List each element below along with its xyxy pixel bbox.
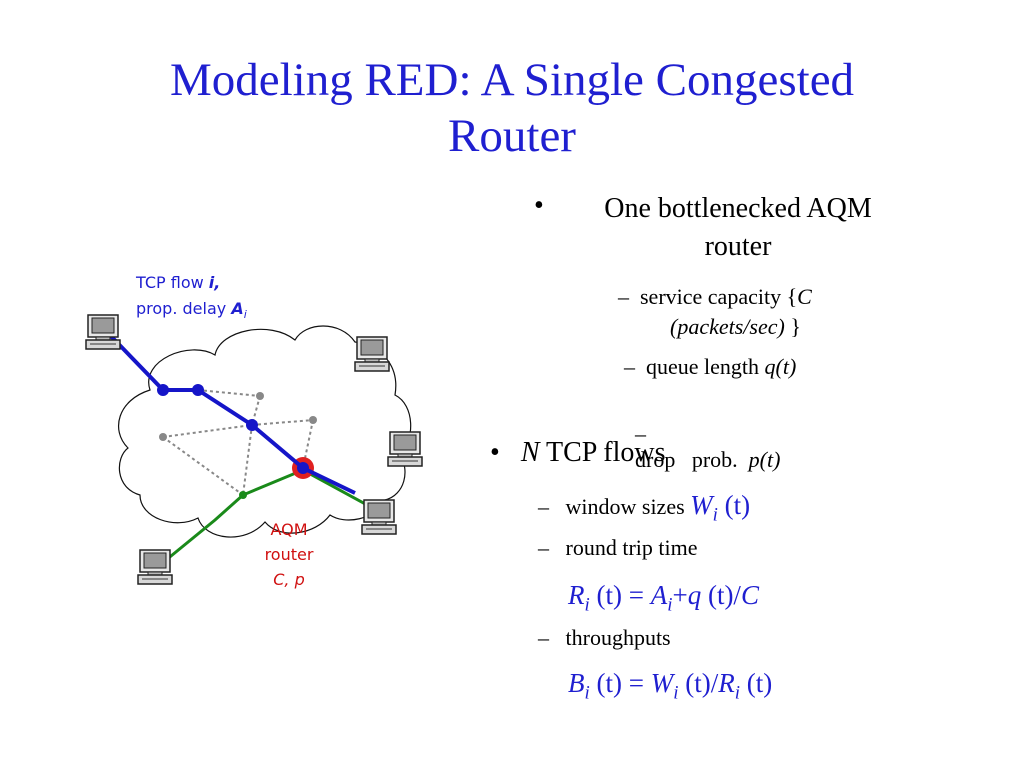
formula-R: R	[718, 668, 735, 698]
formula-R-sub: i	[734, 682, 740, 704]
throughput-text: throughputs	[565, 625, 671, 650]
delay-label: prop. delay Ai	[136, 299, 247, 321]
computer-icon	[354, 336, 390, 372]
flows-var: N	[520, 437, 540, 468]
flow-nodes	[157, 384, 309, 474]
window-t: (t)	[717, 490, 751, 520]
window-sub: i	[712, 504, 718, 526]
formula-rtt: Ri (t) = Ai+q (t)/C	[568, 580, 759, 616]
bullet-marker: •	[534, 190, 544, 221]
formula-A-sub: i	[667, 594, 673, 616]
queue-text: queue length	[646, 354, 765, 379]
internal-nodes	[159, 392, 317, 441]
green-node	[239, 491, 247, 499]
computer-icon	[137, 549, 173, 585]
window-var: W	[690, 490, 713, 520]
formula-q: q	[687, 580, 702, 610]
formula-W-sub: i	[673, 682, 679, 704]
formula-A: A	[650, 580, 668, 610]
capacity-text: service capacity {	[640, 284, 798, 309]
sub-bullet-rtt: – round trip time	[538, 535, 697, 561]
formula-eq: (t) =	[589, 668, 651, 698]
formula-R-sub: i	[584, 594, 590, 616]
dash: –	[538, 625, 549, 650]
sub-bullet-window: – window sizes Wi (t)	[538, 490, 750, 526]
bullet-2: • N TCP flows	[490, 437, 666, 469]
title-line-1: Modeling RED: A Single Congested	[169, 54, 855, 106]
formula-plus: +	[672, 580, 688, 610]
title-line-2: Router	[448, 110, 576, 162]
dash: –	[618, 284, 629, 309]
bullet-1-line-2: router	[704, 231, 772, 262]
formula-throughput: Bi (t) = Wi (t)/Ri (t)	[568, 668, 772, 704]
sub-bullet-queue: – queue length q(t)	[624, 354, 796, 380]
router-label-1: AQM	[270, 520, 307, 539]
dash: –	[538, 535, 549, 560]
drop-var: p(t)	[748, 447, 781, 472]
rtt-text: round trip time	[565, 535, 698, 560]
queue-var: q(t)	[764, 354, 797, 379]
dash: –	[624, 354, 635, 379]
dash: –	[538, 494, 549, 519]
sub-bullet-throughput: – throughputs	[538, 625, 671, 651]
formula-eq: (t) =	[589, 580, 651, 610]
bullet-1-text: One bottlenecked AQM router	[568, 190, 908, 266]
tcp-flow-i-path	[103, 328, 356, 495]
capacity-var: C	[797, 284, 812, 309]
sub-bullet-drop: – drop prob. p(t)	[624, 395, 780, 473]
window-text: window sizes	[565, 494, 691, 519]
bullet-1-line-1: One bottlenecked AQM	[604, 193, 872, 224]
formula-B: B	[568, 668, 585, 698]
router-label-3: C, p	[273, 570, 305, 589]
formula-W: W	[650, 668, 674, 698]
drop-text: drop prob.	[635, 447, 749, 472]
capacity-close: }	[790, 314, 801, 339]
sub-bullet-capacity-line-2: (packets/sec) }	[670, 314, 801, 340]
bullet-1: •	[534, 190, 544, 222]
formula-C: C	[740, 580, 759, 610]
computer-icon	[387, 431, 423, 467]
formula-R: R	[568, 580, 585, 610]
flow-label: TCP flow i,	[135, 273, 220, 292]
capacity-units: (packets/sec)	[670, 314, 785, 339]
router-label-2: router	[265, 545, 314, 564]
bullet-marker: •	[490, 437, 500, 468]
formula-B-sub: i	[584, 682, 590, 704]
computer-icon	[85, 314, 121, 350]
formula-t: (t)/	[701, 580, 741, 610]
computer-icon	[361, 499, 397, 535]
formula-end: (t)	[739, 668, 773, 698]
formula-t: (t)/	[678, 668, 719, 698]
slide-title: Modeling RED: A Single Congested Router	[0, 52, 1024, 164]
flows-text: TCP flows	[539, 437, 666, 468]
dash: –	[635, 421, 646, 446]
sub-bullet-capacity: – service capacity {C	[618, 280, 812, 313]
